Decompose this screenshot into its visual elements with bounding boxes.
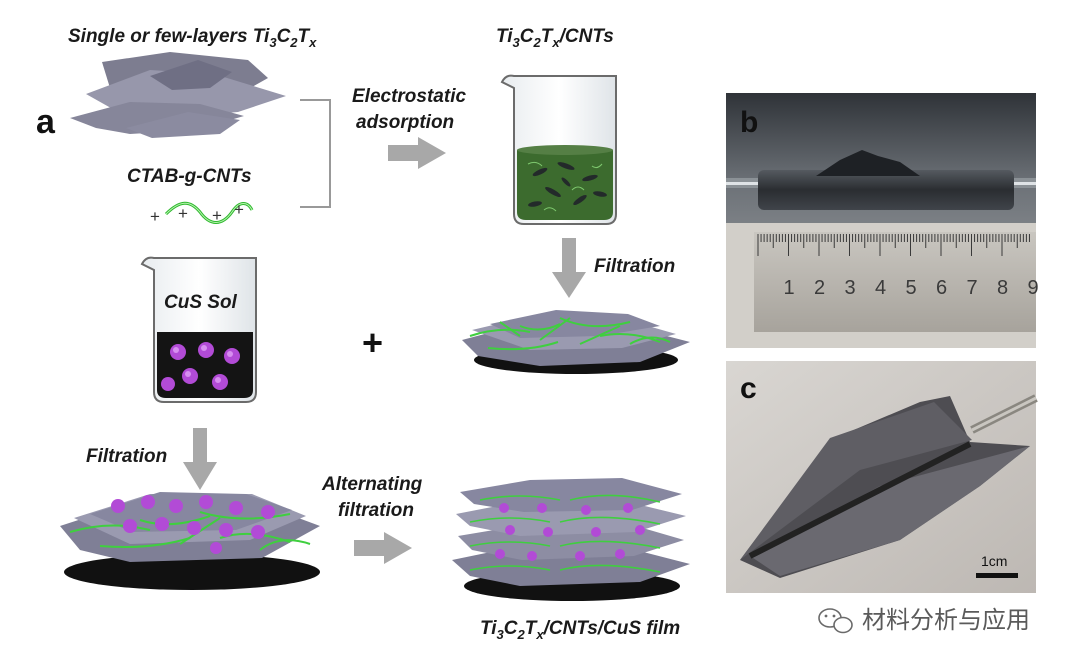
cus-particles [161,342,240,391]
electrostatic-label-line1: Electrostatic [352,86,466,107]
beaker-ti3c2tx-cnts [500,74,617,225]
ruler-number: 5 [906,277,917,299]
cnt-label: CTAB-g-CNTs [127,166,252,187]
filter-disk-cnts [462,310,690,374]
film-label: Ti3C2Tx/CNTs/CuS film [480,618,680,642]
svg-text:+: + [178,204,188,223]
alternating-label-line2: filtration [338,500,414,521]
beaker1-label: Ti3C2Tx/CNTs [496,26,614,50]
panel-label-b: b [740,106,758,139]
ruler-number: 8 [997,277,1008,299]
wechat-icon [818,608,853,634]
arrow-right-1 [388,137,446,169]
filtration-label-1: Filtration [594,256,675,277]
layered-film [452,478,690,601]
plus-sign: + [362,322,383,363]
cus-sol-label: CuS Sol [164,292,238,313]
panel-label-c: c [740,372,757,405]
ruler-number: 3 [845,277,856,299]
ruler-number: 4 [875,277,886,299]
scale-bar [976,573,1018,578]
ruler-number: 2 [814,277,825,299]
beaker-cus-sol [140,256,257,403]
ruler-number: 9 [1028,277,1039,299]
scale-bar-label: 1cm [981,553,1007,569]
arrow-right-2 [354,532,412,564]
ruler-number: 6 [936,277,947,299]
alternating-label-line1: Alternating [321,474,423,495]
ruler-number: 1 [784,277,795,299]
svg-text:+: + [234,200,244,219]
photo-c [726,361,1038,593]
arrow-down-1 [552,238,586,298]
watermark-text: 材料分析与应用 [862,606,1030,634]
electrostatic-label-line2: adsorption [356,112,454,133]
cnt-wave: + + + + [150,200,254,226]
filter-disk-cus [60,492,320,590]
mxene-sheets [70,52,286,138]
bracket [300,99,331,208]
ruler-number: 7 [967,277,978,299]
panel-label-a: a [36,103,56,141]
filtration-label-2: Filtration [86,446,167,467]
mxene-label: Single or few-layers Ti3C2Tx [68,26,317,50]
svg-text:+: + [212,206,222,225]
svg-text:+: + [150,207,160,226]
arrow-down-2 [183,428,217,490]
